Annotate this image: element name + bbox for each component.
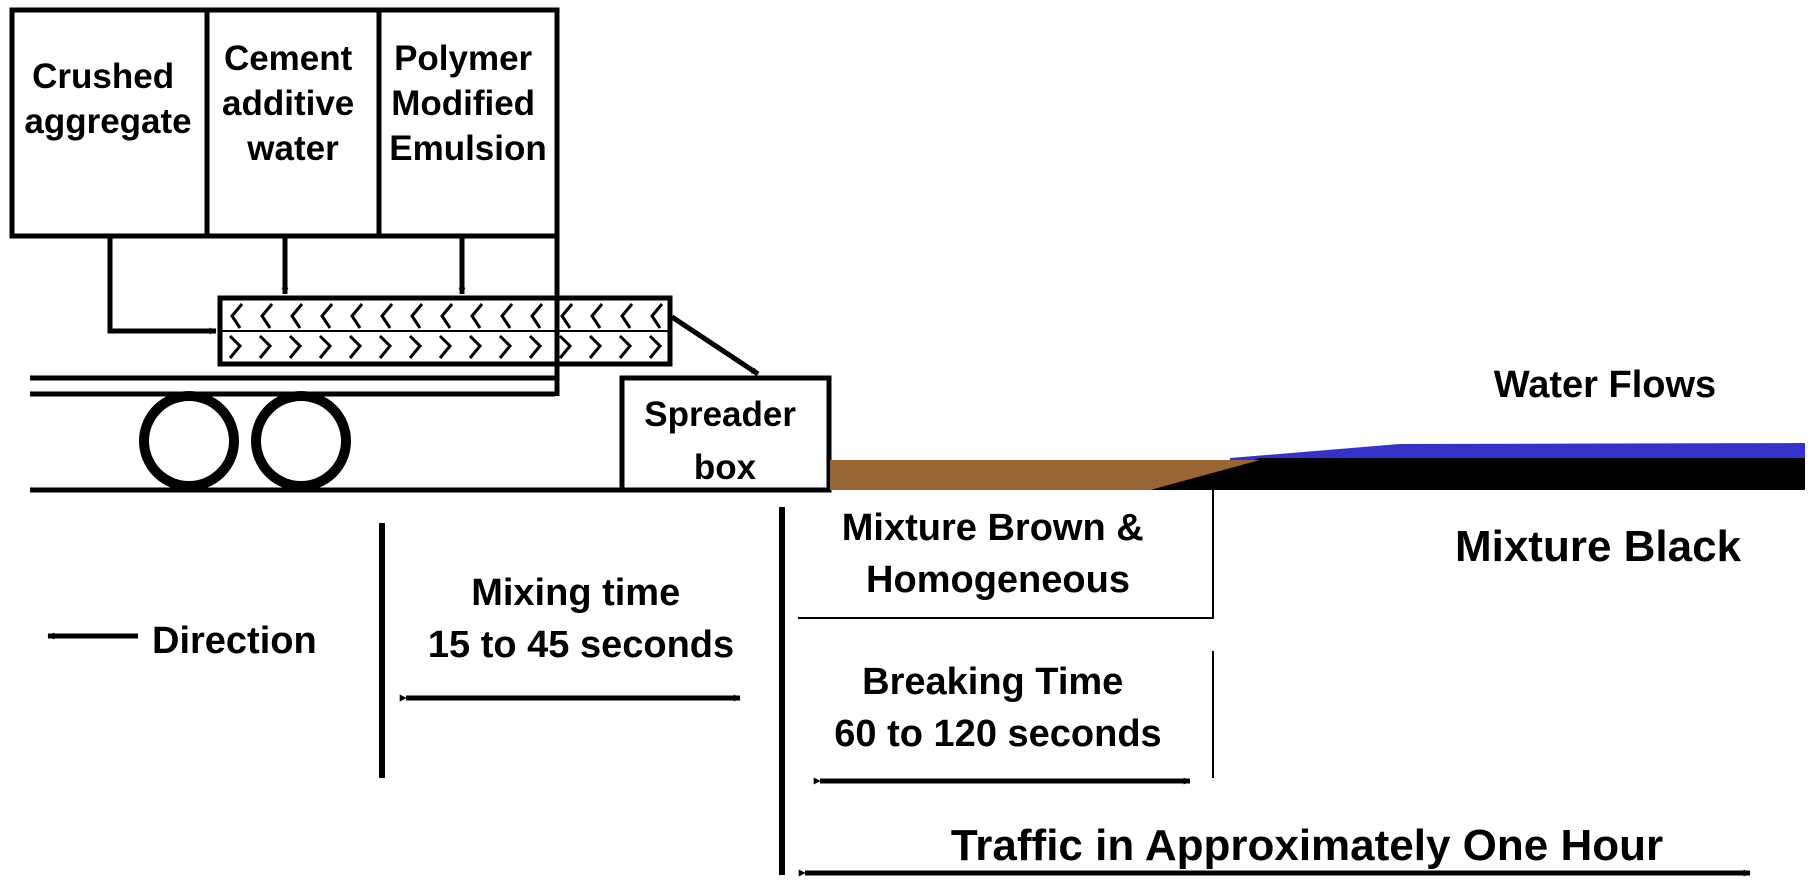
cement-hopper-label: Cement additive water xyxy=(222,39,364,168)
road-surface xyxy=(830,443,1805,490)
spreader-box xyxy=(619,375,832,493)
mixer-paddle xyxy=(558,334,573,359)
mixer-paddle xyxy=(258,334,273,359)
mixer-paddle xyxy=(228,334,243,359)
mixer-paddle xyxy=(438,334,453,359)
breaking-time-label: Breaking Time 60 to 120 seconds xyxy=(834,661,1161,755)
wheel-rear xyxy=(251,391,351,491)
aggregate-feed-arrow xyxy=(107,236,217,335)
mixer-paddle xyxy=(378,334,393,359)
mixture-black-label: Mixture Black xyxy=(1455,522,1742,571)
mixer-paddle xyxy=(380,303,394,329)
black-mixture-layer xyxy=(1150,458,1805,490)
mixer-paddle xyxy=(528,334,543,359)
wheel-front xyxy=(139,391,239,491)
mixer-paddle xyxy=(618,334,633,359)
mixer-paddle xyxy=(318,334,333,359)
emulsion-hopper-label: Polymer Modified Emulsion xyxy=(389,39,547,168)
spreader-box-label: Spreader box xyxy=(644,395,805,487)
brown-mixture-layer xyxy=(830,460,1260,490)
direction-label: Direction xyxy=(152,620,317,662)
aggregate-hopper-label: Crushed aggregate xyxy=(24,57,191,141)
mixer-paddle xyxy=(590,303,604,329)
mixer-paddle xyxy=(288,334,303,359)
water-layer xyxy=(1230,443,1805,460)
mixer-to-spreader-arrow xyxy=(670,314,760,377)
mixer-paddle xyxy=(498,334,513,359)
mixer-paddle xyxy=(620,303,634,329)
mixer-paddle xyxy=(588,334,603,359)
traffic-label: Traffic in Approximately One Hour xyxy=(951,821,1663,870)
mixer-paddle xyxy=(440,303,454,329)
mixture-brown-label: Mixture Brown & Homogeneous xyxy=(842,507,1154,601)
mixer-paddle xyxy=(468,334,483,359)
mixer-paddle xyxy=(230,303,244,329)
mixer-paddles xyxy=(228,303,664,359)
water-flows-label: Water Flows xyxy=(1494,364,1716,406)
mixer-paddle xyxy=(410,303,424,329)
mixer-paddle xyxy=(560,303,574,329)
mixer-paddle xyxy=(470,303,484,329)
mixer-paddle xyxy=(320,303,334,329)
mixer-paddle xyxy=(350,303,364,329)
mixer-paddle xyxy=(260,303,274,329)
mixture-brown-bracket xyxy=(798,490,1214,619)
mixer-paddle xyxy=(500,303,514,329)
mixer-paddle xyxy=(348,334,363,359)
emulsion-hopper xyxy=(376,7,560,239)
mixer-paddle xyxy=(290,303,304,329)
mixer-paddle xyxy=(530,303,544,329)
mixing-time-label: Mixing time 15 to 45 seconds xyxy=(428,572,734,666)
pugmill-mixer xyxy=(217,295,673,367)
mixer-paddle xyxy=(650,303,664,329)
feed-arrows xyxy=(107,236,466,335)
mixer-paddle xyxy=(648,334,663,359)
mixer-paddle xyxy=(408,334,423,359)
